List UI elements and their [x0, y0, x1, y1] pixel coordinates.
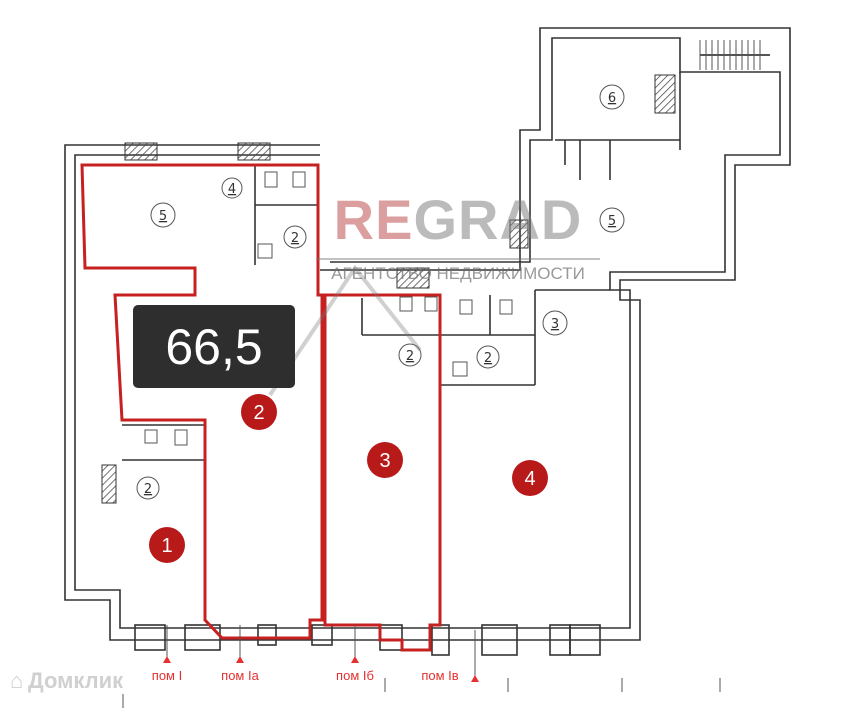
room-marker-4[interactable]: 4 [512, 460, 548, 496]
entrance-label: пом Iв [421, 668, 458, 683]
svg-text:2: 2 [253, 402, 264, 424]
room-number-labels: 5 4 2 2 2 2 3 6 5 [136, 84, 625, 500]
room-3-outline [323, 293, 442, 652]
stairs [699, 40, 770, 70]
room-number: 2 [144, 482, 152, 497]
walls [64, 27, 791, 656]
svg-text:4: 4 [524, 468, 535, 490]
svg-text:1: 1 [161, 535, 172, 557]
entrance-arrow-icon [236, 656, 244, 663]
entrance-label: пом Iб [336, 668, 374, 683]
room-marker-3[interactable]: 3 [367, 442, 403, 478]
room-marker-1[interactable]: 1 [149, 527, 185, 563]
room-number: 5 [159, 209, 167, 224]
room-number: 2 [484, 351, 492, 366]
watermark-source: Домклик [28, 668, 124, 693]
entrance-labels: пом I пом Iа пом Iб пом Iв [122, 625, 721, 708]
area-label: 66,5 [133, 305, 295, 388]
entrance-label: пом Iа [221, 668, 259, 683]
room-marker-2[interactable]: 2 [241, 394, 277, 430]
entrance-arrow-icon [163, 656, 171, 663]
highlighted-premises [80, 163, 442, 652]
toilet-icons [144, 171, 513, 446]
room-number: 5 [608, 214, 616, 229]
room-2-outline [80, 163, 324, 640]
watermark-roof [268, 264, 422, 397]
domclick-watermark: ⌂ Домклик [10, 668, 123, 694]
entrance-arrow-icon [471, 675, 479, 682]
entrance-arrow-icon [351, 656, 359, 663]
room-number: 6 [608, 91, 616, 106]
svg-text:3: 3 [379, 450, 390, 472]
room-number: 3 [551, 317, 559, 332]
entrance-label: пом I [152, 668, 182, 683]
room-number: 4 [228, 182, 236, 197]
room-number: 2 [291, 231, 299, 246]
room-markers: 1 2 3 4 [149, 394, 548, 563]
room-number: 2 [406, 349, 414, 364]
house-icon: ⌂ [10, 668, 24, 693]
